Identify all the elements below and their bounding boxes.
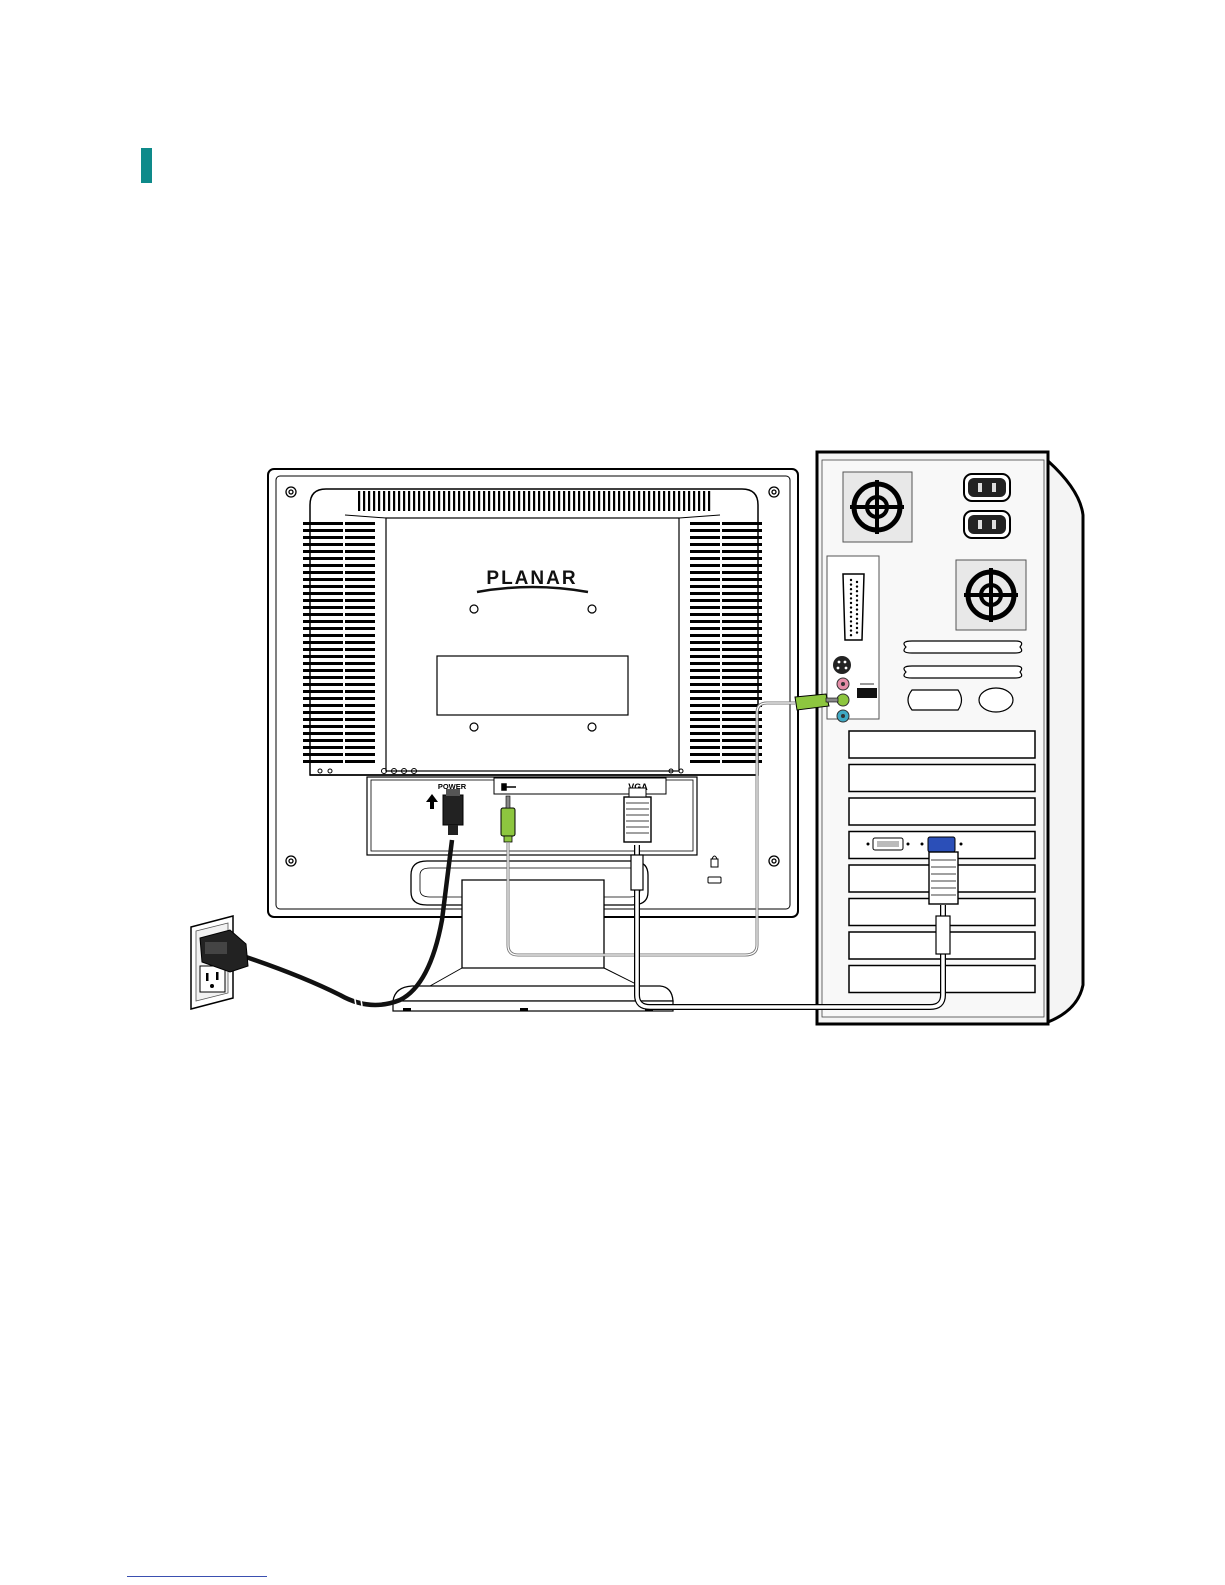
monitor-rear: PLANAR POWER VGA (268, 469, 798, 1011)
footer-rule (127, 1576, 267, 1577)
pc-audio-jacks (837, 678, 849, 722)
right-vent (690, 522, 762, 763)
left-vent (303, 522, 375, 763)
